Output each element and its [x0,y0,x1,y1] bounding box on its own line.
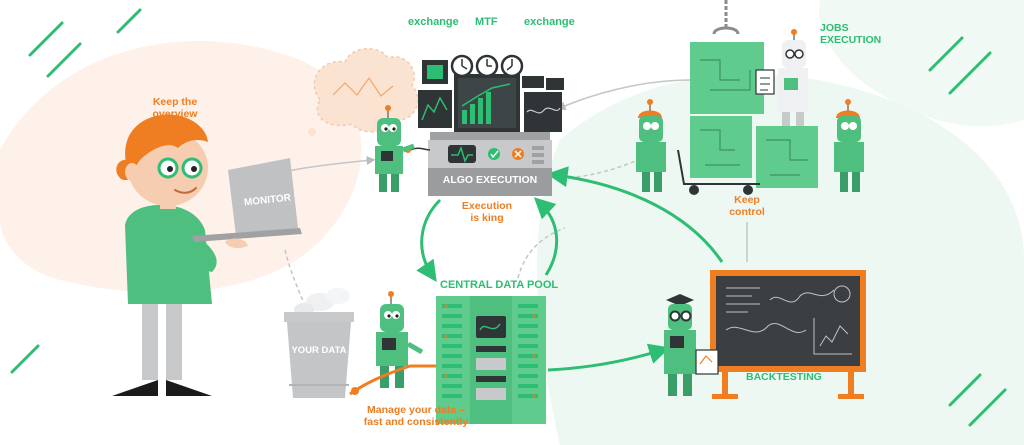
label-backtesting: BACKTESTING [746,371,822,383]
label-mtf: MTF [475,16,498,28]
robot-teacher [664,294,719,396]
jobs-dashed-connector [559,149,661,179]
jobs-to-algo-connector [556,79,691,110]
pool-to-algo-arrow [533,197,559,276]
background-blob-mint-top [819,0,1024,127]
algo-execution-machine [405,54,564,196]
label-keep-control-line2: control [729,206,765,219]
algo-to-pool-arrow [416,198,442,282]
pool-to-algo-dashed [517,227,566,279]
backtesting-board [710,270,866,399]
label-your-data: YOUR DATA [291,345,347,356]
backtesting-to-algo-arrow [546,166,724,263]
label-manage-data: Manage your data – fast and consistently [348,404,484,428]
label-keep-control: Keep control [712,194,782,218]
label-keep-overview-line1: Keep the [152,96,198,108]
person-hair [125,114,208,171]
label-central-data-pool: CENTRAL DATA POOL [440,279,559,291]
decorative-strokes [10,8,1007,427]
label-keep-overview-line2: overview [152,108,198,121]
robot-jobs-left [636,99,666,192]
label-execution-line1: Execution [461,200,513,212]
label-manage-line2: fast and consistently [363,416,469,429]
label-manage-line1: Manage your data – [366,404,466,416]
label-execution-line2: is king [470,212,504,225]
label-jobs-execution: JOBS EXECUTION [820,22,881,46]
central-data-pool-server [436,296,546,424]
label-jobs-line2: EXECUTION [820,34,882,47]
label-exchange-left: exchange [408,16,459,28]
label-jobs-line1: JOBS [820,22,849,34]
robot-data [349,291,436,396]
label-execution-is-king: Execution is king [452,200,522,224]
label-keep-overview: Keep the overview [140,96,210,120]
robot-algo [375,105,415,192]
your-data-bin [284,288,354,398]
clock-icon [450,54,524,78]
thought-cloud [308,48,419,136]
label-keep-control-line1: Keep [734,194,760,206]
robot-jobs-right [834,99,864,192]
pool-to-backtesting-arrow [547,343,671,372]
person-illustration [112,114,302,396]
monitor-to-yourdata-connector [284,249,306,306]
laptop [228,158,298,236]
jobs-execution-crates [677,0,818,195]
label-algo-execution: ALGO EXECUTION [442,174,538,186]
label-exchange-right: exchange [524,16,575,28]
robot-jobs-top [755,29,808,126]
